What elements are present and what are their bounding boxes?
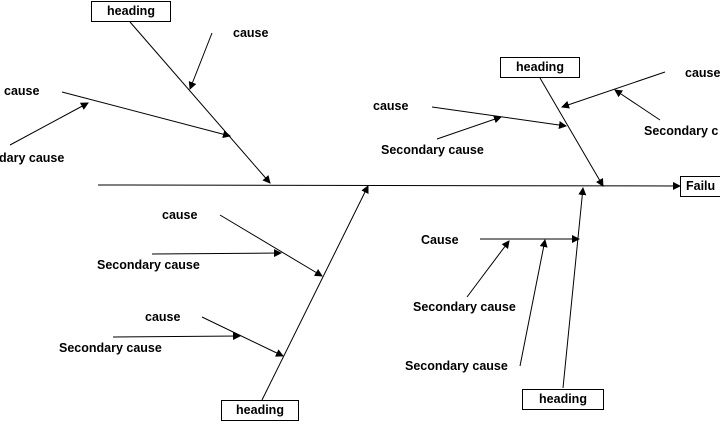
bone-top-right — [539, 77, 604, 187]
cause-label-tr-2: cause — [685, 66, 720, 80]
secondary-label-tl: dary cause — [0, 151, 65, 165]
cause-arrow-bl-2 — [201, 316, 284, 357]
cause-label-bl-2: cause — [145, 310, 181, 324]
secondary-label-br-1: Secondary cause — [413, 300, 516, 314]
secondary-label-tr-2: Secondary c — [644, 124, 719, 138]
cause-label-bl-1: cause — [162, 208, 198, 222]
secondary-label-bl-2: Secondary cause — [59, 341, 162, 355]
cause-label-tr-1: cause — [373, 99, 409, 113]
cause-label-br: Cause — [421, 233, 459, 247]
cause-arrow-tl-1 — [188, 32, 213, 90]
cause-arrow-tr-2 — [561, 71, 666, 109]
spine-arrow — [97, 181, 681, 190]
secondary-arrow-tr-1 — [436, 115, 502, 140]
secondary-arrow-bl-2 — [112, 332, 241, 341]
heading-box-bottom-right: heading — [522, 389, 604, 410]
bone-bottom-right — [562, 187, 587, 389]
cause-label-tl-2: cause — [4, 84, 40, 98]
bone-top-left — [129, 21, 271, 184]
heading-box-top-right: heading — [500, 57, 580, 78]
secondary-arrow-br-1 — [466, 240, 510, 298]
cause-arrow-tr-1 — [431, 106, 567, 129]
secondary-arrow-br-2 — [519, 239, 548, 367]
cause-arrow-tl-2 — [61, 91, 231, 139]
heading-box-bottom-left: heading — [221, 400, 299, 421]
cause-label-tl-1: cause — [233, 26, 269, 40]
secondary-label-bl-1: Secondary cause — [97, 258, 200, 272]
bone-bottom-left — [261, 185, 369, 401]
secondary-arrow-tr-2 — [614, 89, 661, 121]
cause-arrow-bl-1 — [219, 214, 323, 277]
secondary-arrow-bl-1 — [151, 249, 282, 258]
heading-box-top-left: heading — [91, 1, 171, 22]
secondary-label-br-2: Secondary cause — [405, 359, 508, 373]
secondary-label-tr-1: Secondary cause — [381, 143, 484, 157]
effect-label: Failu — [686, 179, 716, 193]
secondary-arrow-tl — [9, 102, 89, 146]
effect-box: Failu — [680, 176, 720, 197]
